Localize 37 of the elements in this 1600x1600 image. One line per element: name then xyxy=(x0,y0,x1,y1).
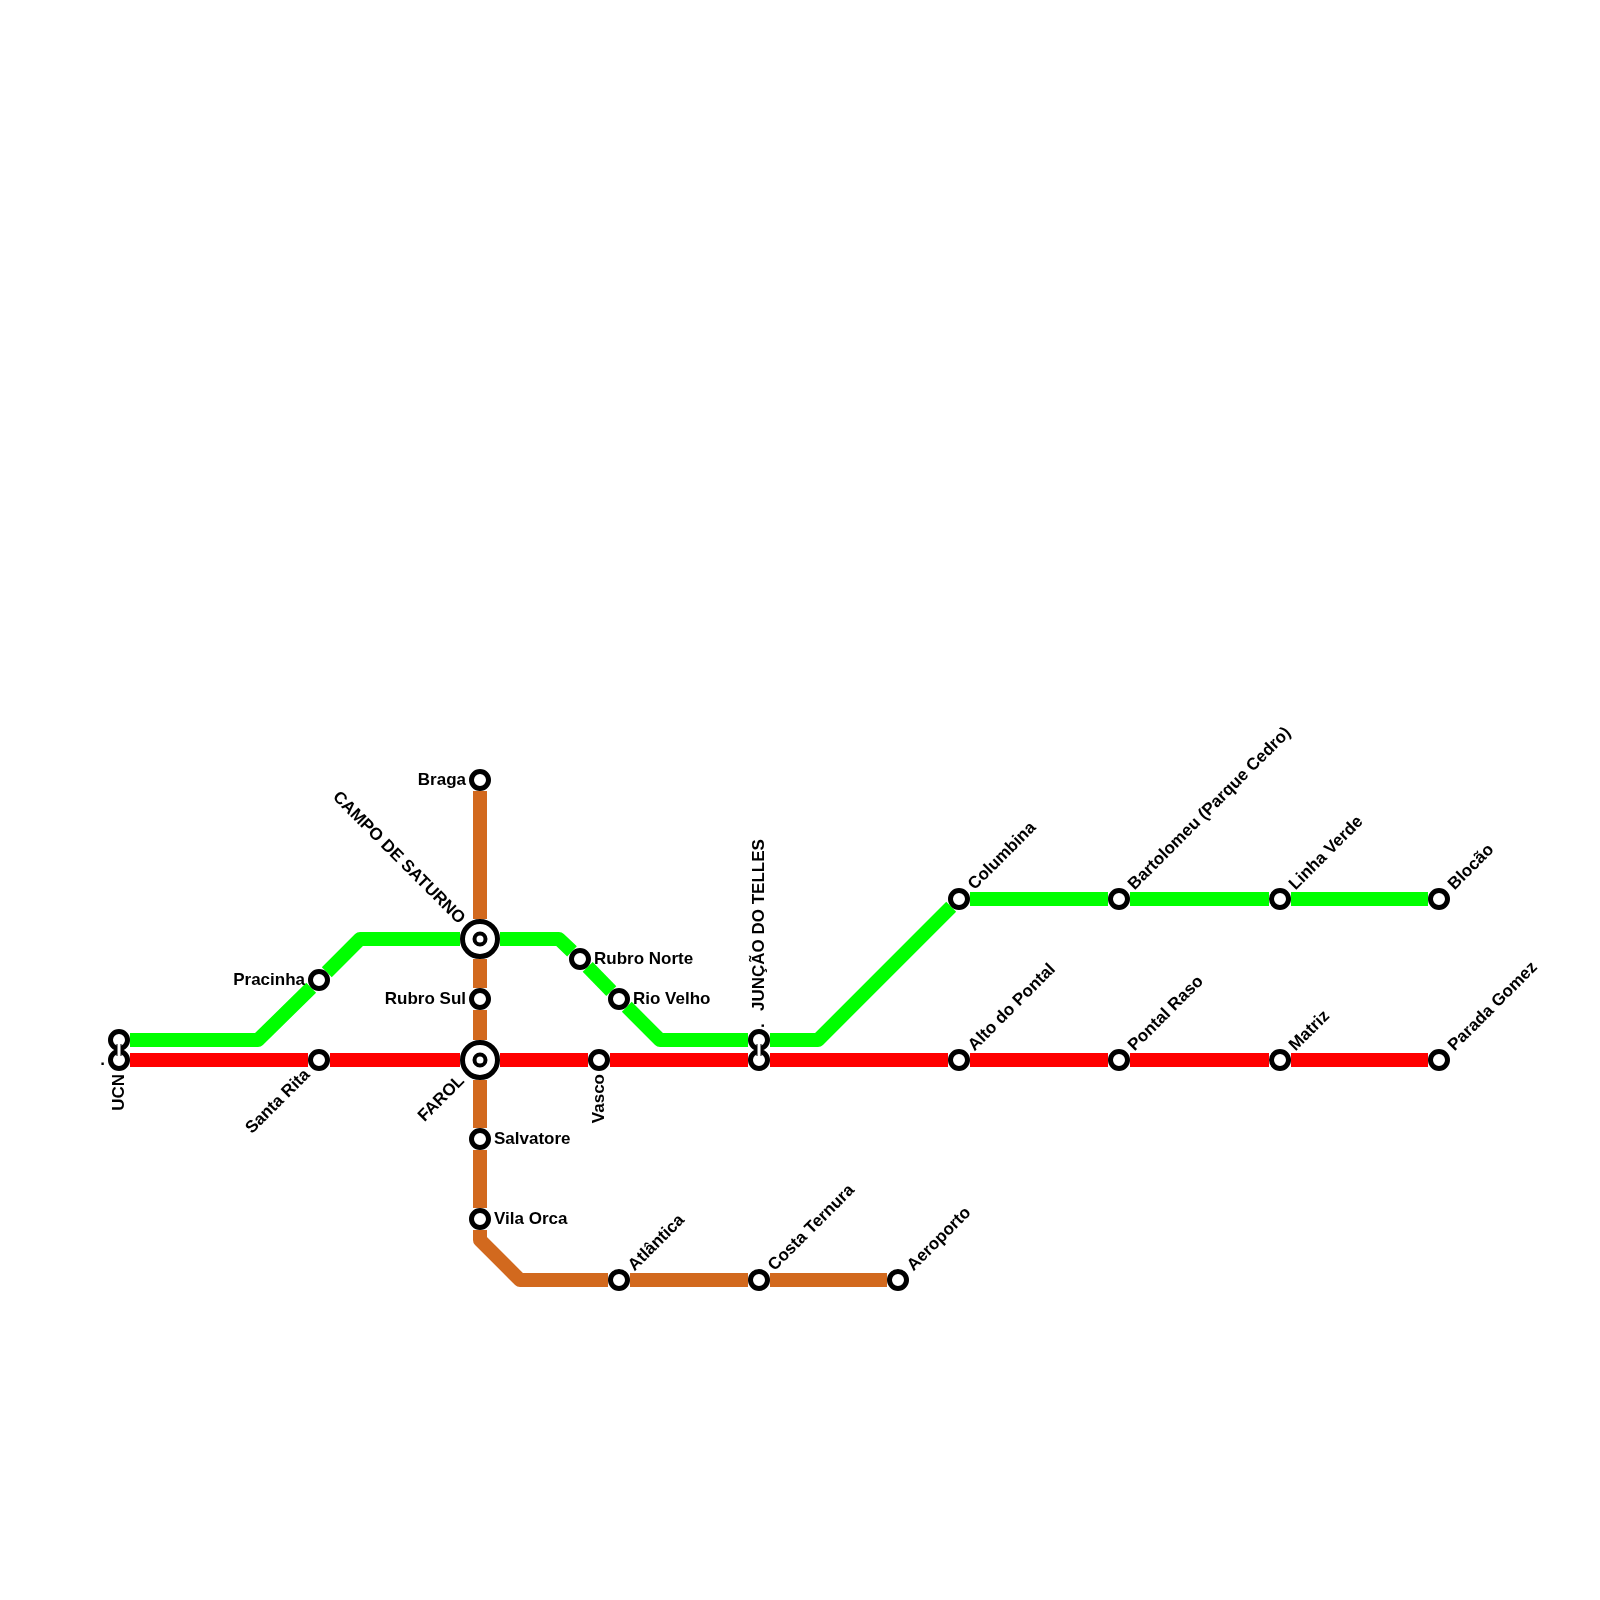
station-label: Salvatore xyxy=(494,1129,571,1149)
metro-line xyxy=(330,1053,460,1067)
station-label: Pracinha xyxy=(233,970,305,990)
metro-line xyxy=(1291,892,1428,906)
metro-line xyxy=(473,959,487,988)
metro-line xyxy=(473,1230,608,1287)
station-label: Vasco xyxy=(589,1074,609,1124)
metro-line xyxy=(621,1001,748,1047)
metro-line xyxy=(321,932,460,978)
metro-line xyxy=(500,1053,588,1067)
station-label: . xyxy=(749,1023,769,1028)
metro-line xyxy=(500,932,577,957)
station-label: UCN xyxy=(109,1074,129,1111)
station-label: Rio Velho xyxy=(633,989,711,1009)
metro-line xyxy=(970,1053,1108,1067)
metro-line xyxy=(1130,1053,1269,1067)
metro-line xyxy=(473,791,487,919)
metro-line xyxy=(630,1273,748,1287)
station-label: JUNÇÃO DO TELLES xyxy=(749,839,769,1011)
metro-line xyxy=(582,962,617,996)
metro-line xyxy=(970,892,1108,906)
metro-line xyxy=(770,901,957,1047)
metro-line xyxy=(770,1273,887,1287)
metro-line xyxy=(1291,1053,1428,1067)
metro-line xyxy=(473,1010,487,1040)
metro-line xyxy=(770,1053,948,1067)
station-label: Vila Orca xyxy=(494,1209,568,1229)
station-label: Braga xyxy=(417,770,466,790)
metro-line xyxy=(130,982,317,1047)
metro-line xyxy=(130,1053,308,1067)
metro-line xyxy=(610,1053,748,1067)
station-label: . xyxy=(100,1050,105,1070)
metro-line xyxy=(473,1150,487,1208)
metro-line xyxy=(473,1080,487,1128)
station-label: Rubro Norte xyxy=(594,949,694,969)
metro-line xyxy=(1130,892,1269,906)
station-label: Rubro Sul xyxy=(384,989,466,1009)
